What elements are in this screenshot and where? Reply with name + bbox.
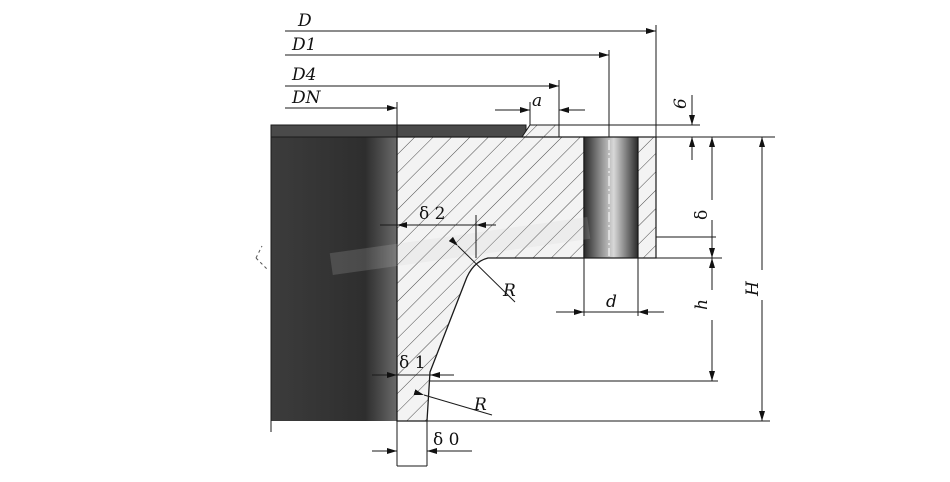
flange-rim-section [637,136,657,259]
raised-face-strip [270,124,527,138]
watermark-band [329,217,591,275]
raised-face-step [521,124,560,138]
label-delta0: δ 0 [433,430,459,450]
label-R-bottom: R [473,395,487,415]
leader-R-bottom [413,389,493,416]
leader-R-top [448,236,516,303]
flange-hatched-section [396,136,585,422]
label-delta2: δ 2 [419,204,445,224]
label-R-top: R [502,281,516,301]
label-6: 6 [671,98,691,109]
label-H: H [743,280,763,297]
label-D1: D1 [291,35,316,55]
label-h: h [692,299,712,310]
break-mark [255,245,269,271]
label-a: a [532,91,542,111]
label-DN: DN [291,88,322,108]
label-D4: D4 [291,65,316,85]
pipe-body [271,137,397,421]
label-d: d [606,292,617,312]
label-D: D [297,11,312,31]
label-delta: δ [692,210,712,220]
label-delta1: δ 1 [399,353,425,373]
bolt-hole [583,136,639,259]
